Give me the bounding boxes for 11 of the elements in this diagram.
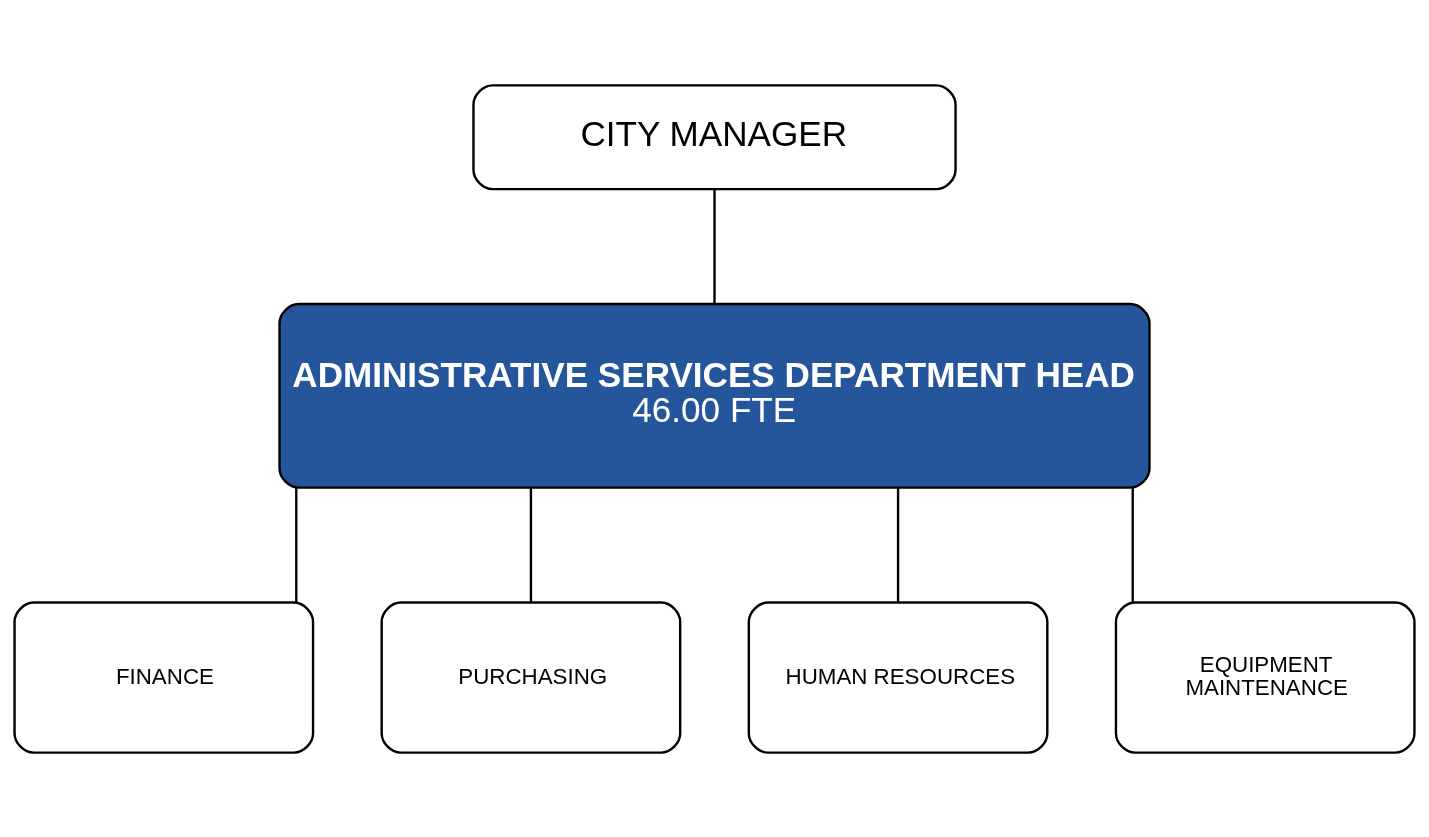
node-box: CITY MANAGER [472,83,957,190]
node-box: FINANCE [13,600,315,754]
node-box: PURCHASING [380,600,682,754]
connector [295,487,298,602]
connector [896,487,900,602]
node-box: ADMINISTRATIVE SERVICES DEPARTMENT HEAD 46.00 FTE [278,302,1151,489]
connector [713,189,716,304]
connector [1131,487,1134,602]
connector [529,487,533,602]
node-box: HUMAN RESOURCES [747,600,1049,754]
node-box: EQUIPMENT MAINTENANCE [1114,600,1416,754]
